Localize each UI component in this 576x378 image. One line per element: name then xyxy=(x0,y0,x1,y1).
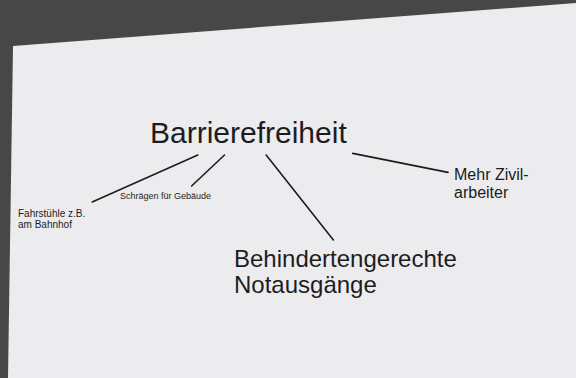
topic-text: Barrierefreiheit xyxy=(150,116,347,149)
branch-line xyxy=(192,155,225,186)
paper-sheet xyxy=(8,3,576,378)
topic-text: Behindertengerechte Notausgänge xyxy=(234,246,484,299)
branch-topic: Behindertengerechte Notausgänge xyxy=(232,244,486,301)
branch-line xyxy=(266,155,333,240)
topic-text: Mehr Zivil- arbeiter xyxy=(454,166,554,201)
branch-line xyxy=(353,153,448,172)
topic-text: Fahrstühle z.B. am Bahnhof xyxy=(18,208,90,230)
branch-topic: Mehr Zivil- arbeiter xyxy=(452,164,556,203)
branch-topic: Schrägen für Gebäude xyxy=(118,190,242,204)
topic-text: Schrägen für Gebäude xyxy=(120,192,240,202)
central-topic: Barrierefreiheit xyxy=(148,114,349,151)
branch-topic: Fahrstühle z.B. am Bahnhof xyxy=(16,206,92,232)
